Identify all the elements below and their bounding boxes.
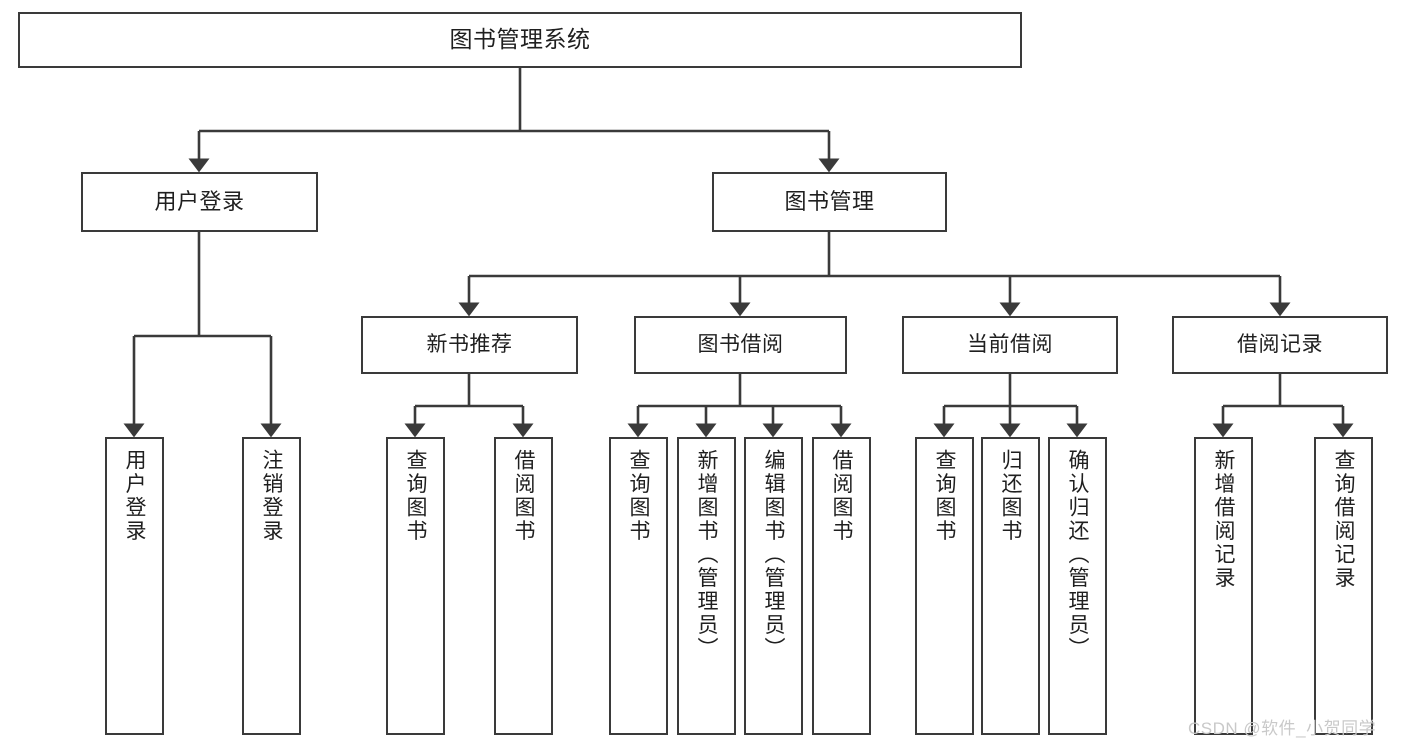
node-leaf-edit-book-label: 编辑图书（管理员） [762,449,785,661]
node-book-borrow-label: 图书借阅 [697,332,784,356]
node-user-login-label: 用户登录 [154,189,245,215]
node-leaf-add-book-label: 新增图书（管理员） [695,449,718,661]
node-new-book-recommend[interactable]: 新书推荐 [361,316,578,374]
node-new-book-recommend-label: 新书推荐 [426,332,513,356]
node-root[interactable]: 图书管理系统 [18,12,1022,68]
node-leaf-add-book[interactable]: 新增图书（管理员） [677,437,736,735]
node-leaf-query-book-3[interactable]: 查询图书 [915,437,974,735]
node-current-borrow-label: 当前借阅 [967,332,1053,356]
node-leaf-query-book-1[interactable]: 查询图书 [386,437,445,735]
node-leaf-confirm-return[interactable]: 确认归还（管理员） [1048,437,1107,735]
node-leaf-add-record-label: 新增借阅记录 [1212,449,1235,590]
node-leaf-query-book-3-label: 查询图书 [933,449,956,543]
node-leaf-return-book-label: 归还图书 [999,449,1022,543]
node-user-login[interactable]: 用户登录 [81,172,318,232]
node-leaf-borrow-book-2[interactable]: 借阅图书 [812,437,871,735]
node-borrow-record-label: 借阅记录 [1237,332,1323,356]
node-book-borrow[interactable]: 图书借阅 [634,316,847,374]
node-leaf-borrow-book-2-label: 借阅图书 [830,449,853,543]
node-leaf-edit-book[interactable]: 编辑图书（管理员） [744,437,803,735]
node-leaf-query-book-2-label: 查询图书 [627,449,650,543]
node-leaf-query-book-2[interactable]: 查询图书 [609,437,668,735]
node-root-label: 图书管理系统 [449,26,591,53]
node-book-manage[interactable]: 图书管理 [712,172,947,232]
node-book-manage-label: 图书管理 [784,189,875,215]
node-borrow-record[interactable]: 借阅记录 [1172,316,1388,374]
node-leaf-logout-label: 注销登录 [260,449,283,543]
node-leaf-query-record[interactable]: 查询借阅记录 [1314,437,1373,735]
node-leaf-borrow-book-1-label: 借阅图书 [512,449,535,543]
csdn-watermark: CSDN @软件_小贺同学 [1188,719,1377,738]
node-leaf-query-book-1-label: 查询图书 [404,449,427,543]
node-leaf-user-login-label: 用户登录 [123,449,146,543]
node-leaf-user-login[interactable]: 用户登录 [105,437,164,735]
node-leaf-confirm-return-label: 确认归还（管理员） [1066,449,1089,661]
node-leaf-borrow-book-1[interactable]: 借阅图书 [494,437,553,735]
node-current-borrow[interactable]: 当前借阅 [902,316,1118,374]
node-leaf-logout[interactable]: 注销登录 [242,437,301,735]
node-leaf-add-record[interactable]: 新增借阅记录 [1194,437,1253,735]
node-leaf-return-book[interactable]: 归还图书 [981,437,1040,735]
node-leaf-query-record-label: 查询借阅记录 [1332,449,1355,590]
